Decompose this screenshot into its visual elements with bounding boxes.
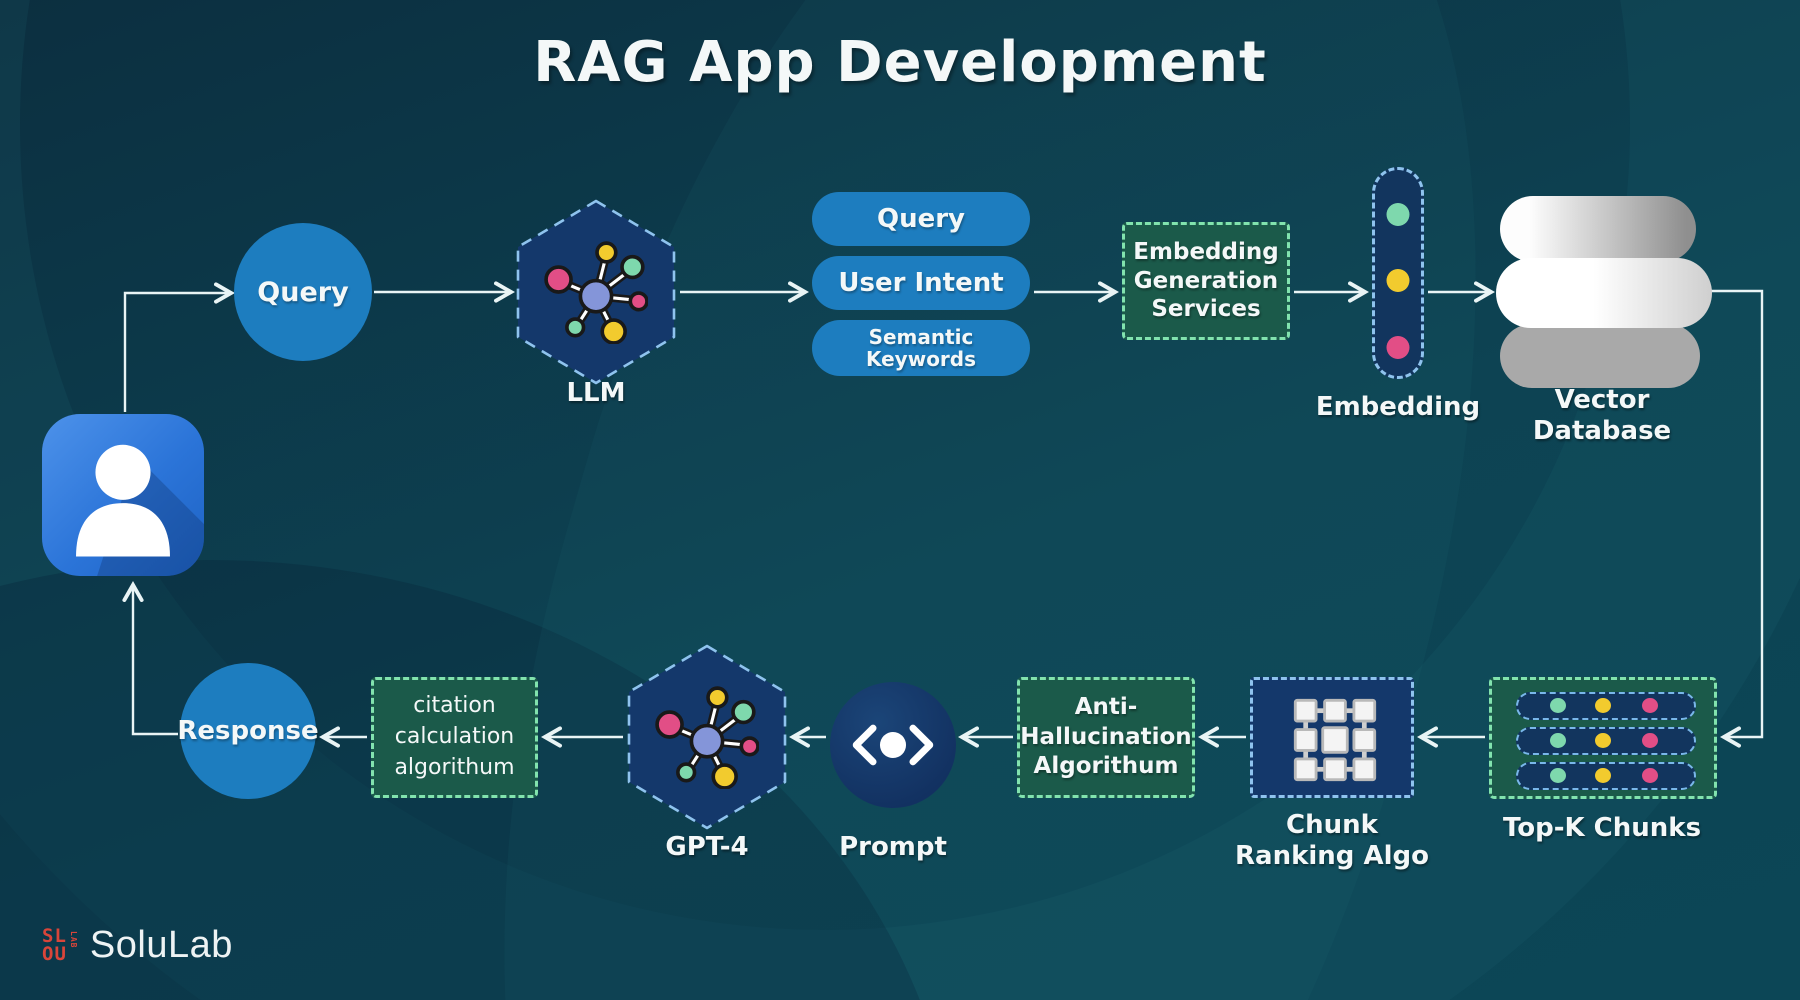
molecule-icon <box>655 686 759 789</box>
chunk-rows-icon <box>1492 680 1714 796</box>
chunk-row <box>1516 762 1696 790</box>
code-icon <box>852 724 934 766</box>
pixel-logo-icon: SL OU LAB <box>42 925 78 965</box>
embedding-dot-pink <box>1386 336 1410 359</box>
solulab-logo: SL OU LAB SoluLab <box>42 924 233 967</box>
embedding-vector-icon <box>1372 167 1424 379</box>
chunk-dot-yellow <box>1595 768 1611 783</box>
query-label: Query <box>257 276 349 308</box>
chunk-dot-green <box>1550 768 1566 783</box>
chunk-row <box>1516 692 1696 720</box>
gpt4-label: GPT-4 <box>665 832 749 862</box>
user-node <box>42 414 204 576</box>
embedding-dot-yellow <box>1386 269 1410 292</box>
molecule-icon <box>544 241 648 344</box>
chunk-row <box>1516 727 1696 755</box>
response-label: Response <box>177 716 319 746</box>
disk-top <box>1500 196 1696 262</box>
chunk-ranking-box <box>1250 677 1414 798</box>
llm-label: LLM <box>566 378 626 408</box>
disk-middle <box>1496 258 1712 328</box>
grid-icon <box>1293 698 1377 782</box>
chunk-dot-green <box>1550 733 1566 748</box>
topk-chunks-label: Top-K Chunks <box>1502 813 1702 843</box>
pill-user-intent: User Intent <box>812 256 1030 310</box>
anti-hallucination-box: Anti- Hallucination Algorithum <box>1017 677 1195 798</box>
logo-mark-top: SL <box>42 925 67 948</box>
logo-mark-side: LAB <box>68 931 78 949</box>
logo-mark-bottom: OU <box>42 942 67 965</box>
embedding-generation-box: Embedding Generation Services <box>1122 222 1290 340</box>
response-node: Response <box>177 663 319 799</box>
chunk-dot-yellow <box>1595 698 1611 713</box>
topk-chunks-box <box>1489 677 1717 799</box>
chunk-dot-yellow <box>1595 733 1611 748</box>
embedding-dot-green <box>1386 203 1410 226</box>
embedding-label: Embedding <box>1315 392 1481 422</box>
diagram-title: RAG App Development <box>533 30 1267 95</box>
pill-query: Query <box>812 192 1030 246</box>
chunk-dot-pink <box>1642 733 1658 748</box>
person-icon <box>76 444 204 576</box>
query-node: Query <box>234 223 372 361</box>
chunk-dot-pink <box>1642 768 1658 783</box>
disk-bottom <box>1500 324 1700 388</box>
prompt-label: Prompt <box>839 832 947 862</box>
brand-wordmark: SoluLab <box>89 924 233 966</box>
citation-box: citation calculation algorithum <box>371 677 538 798</box>
chunk-dot-pink <box>1642 698 1658 713</box>
pill-semantic-keywords: Semantic Keywords <box>812 320 1030 376</box>
vector-database-label: Vector Database <box>1532 385 1672 446</box>
chunk-ranking-label: Chunk Ranking Algo <box>1235 810 1429 871</box>
chunk-dot-green <box>1550 698 1566 713</box>
prompt-node <box>830 682 956 808</box>
